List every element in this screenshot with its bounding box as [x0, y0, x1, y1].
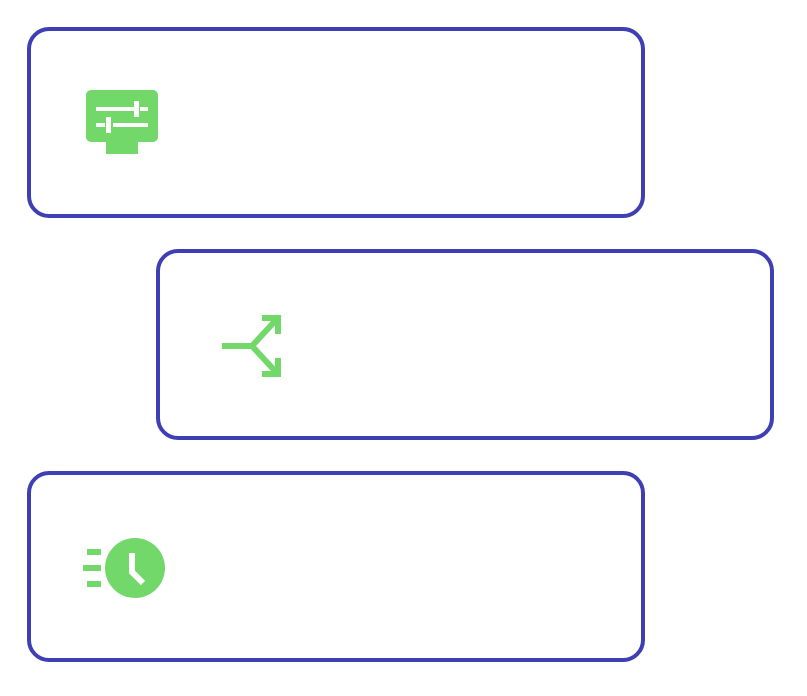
feature-card-split[interactable]	[156, 249, 774, 440]
split-merge-arrows-icon	[222, 315, 281, 377]
feature-card-speed[interactable]	[27, 471, 645, 662]
feature-card-settings[interactable]	[27, 27, 645, 218]
settings-sliders-monitor-icon	[86, 90, 158, 154]
fast-clock-icon	[83, 538, 165, 598]
